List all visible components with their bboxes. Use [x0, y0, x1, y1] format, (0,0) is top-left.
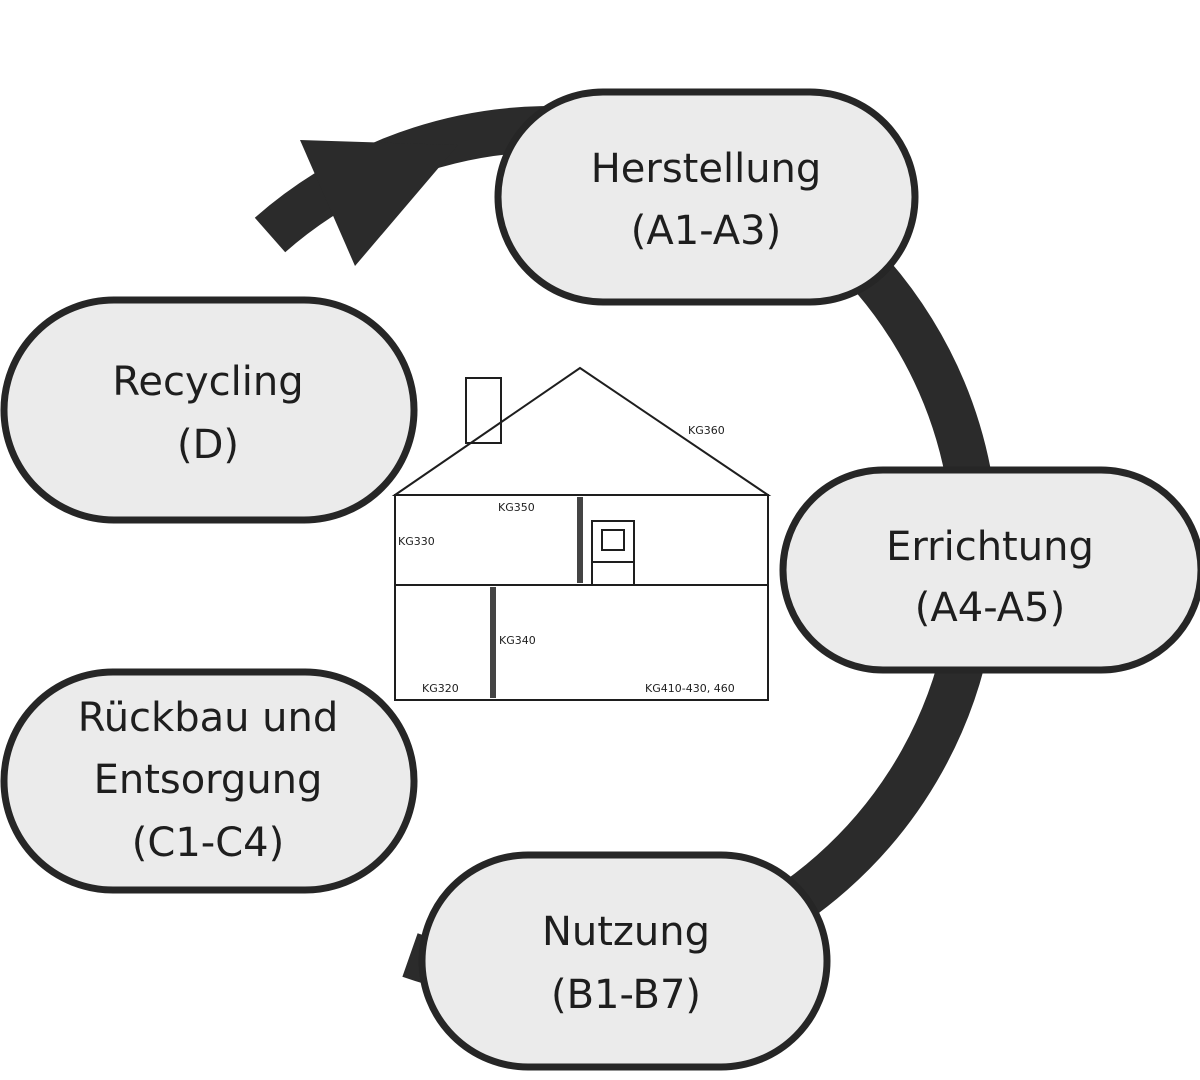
house-door [591, 520, 635, 586]
stage-errichtung-title: Errichtung [886, 524, 1094, 570]
kg360-label: KG360 [688, 424, 725, 437]
stage-rueckbau: Rückbau und Entsorgung (C1-C4) [0, 668, 418, 894]
kg350-label: KG350 [498, 501, 535, 514]
stage-recycling: Recycling (D) [0, 296, 418, 524]
house-illustration: KG360 KG350 KG330 KG340 KG320 KG410-430,… [391, 366, 772, 701]
house-body [394, 494, 769, 701]
cycle-arrowhead-icon [300, 140, 458, 266]
stage-herstellung-code: (A1-A3) [631, 208, 781, 254]
stage-herstellung-title: Herstellung [591, 146, 822, 192]
stage-nutzung-title: Nutzung [542, 909, 710, 955]
stage-nutzung-code: (B1-B7) [551, 972, 701, 1018]
kg410-label: KG410-430, 460 [645, 682, 735, 695]
stage-errichtung-pill [779, 466, 1200, 674]
stage-nutzung-pill [418, 851, 831, 1071]
house-chimney [465, 377, 502, 444]
stage-rueckbau-pill [0, 668, 418, 894]
stage-recycling-code: (D) [177, 422, 239, 468]
kg330-label: KG330 [398, 535, 435, 548]
kg340-label: KG340 [499, 634, 536, 647]
stage-errichtung-code: (A4-A5) [915, 585, 1065, 631]
stage-nutzung: Nutzung (B1-B7) [418, 851, 831, 1071]
stage-recycling-title: Recycling [112, 359, 303, 405]
stage-rueckbau-title-line2: Entsorgung [94, 757, 323, 803]
stage-recycling-pill [0, 296, 418, 524]
stage-herstellung: Herstellung (A1-A3) [494, 88, 919, 306]
stage-rueckbau-title-line1: Rückbau und [78, 695, 339, 741]
stage-rueckbau-code: (C1-C4) [132, 820, 284, 866]
kg320-label: KG320 [422, 682, 459, 695]
stage-herstellung-pill [494, 88, 919, 306]
stage-errichtung: Errichtung (A4-A5) [779, 466, 1200, 674]
house-door-window [601, 529, 625, 551]
